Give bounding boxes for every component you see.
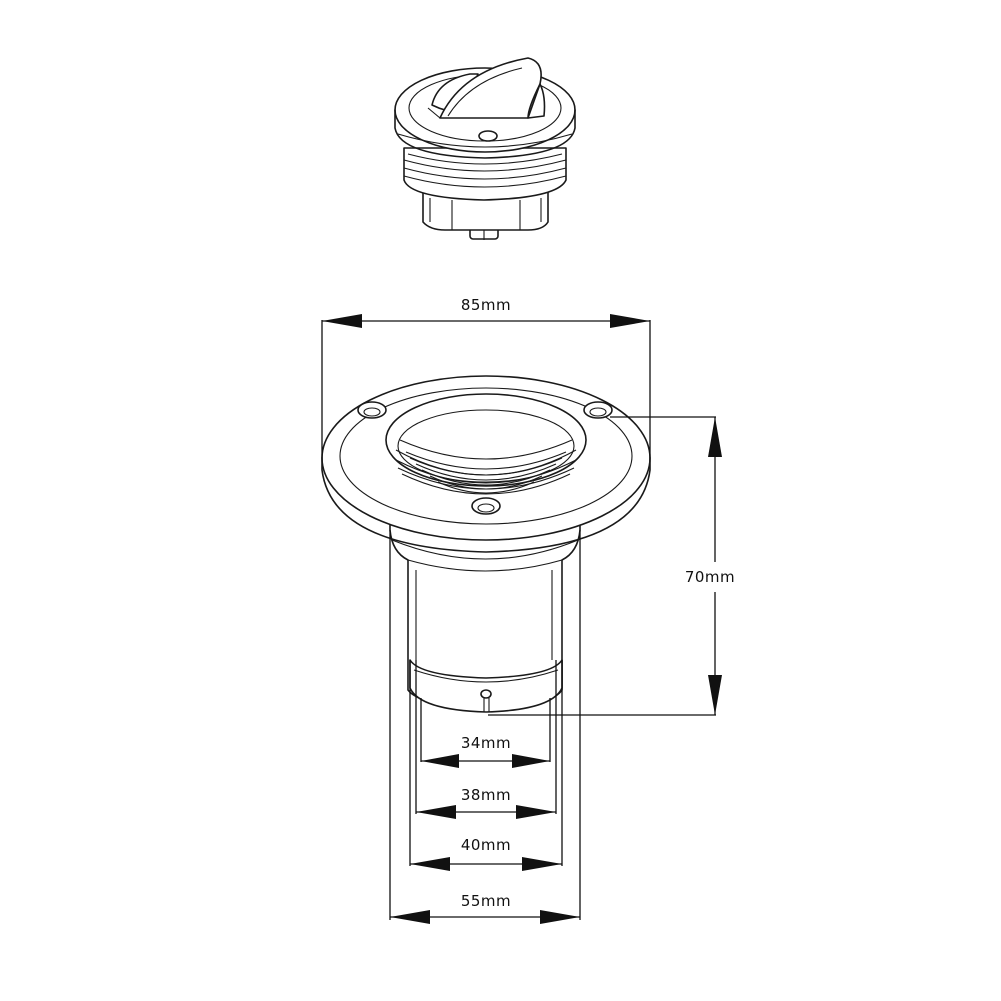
dimension-55mm: 55mm bbox=[389, 530, 581, 924]
dimension-label-55mm: 55mm bbox=[461, 892, 511, 910]
dimension-38mm: 38mm bbox=[415, 660, 557, 819]
dimension-label-40mm: 40mm bbox=[461, 836, 511, 854]
dimension-label-70mm: 70mm bbox=[685, 568, 735, 586]
cap-illustration bbox=[394, 57, 576, 240]
dimension-85mm: 85mm bbox=[321, 296, 651, 458]
dimension-label-85mm: 85mm bbox=[461, 296, 511, 314]
dimension-70mm: 70mm bbox=[488, 416, 750, 716]
fitting-illustration bbox=[321, 375, 651, 713]
dimension-label-34mm: 34mm bbox=[461, 734, 511, 752]
dimension-label-38mm: 38mm bbox=[461, 786, 511, 804]
dimension-40mm: 40mm bbox=[409, 660, 563, 871]
dimension-34mm: 34mm bbox=[420, 698, 551, 768]
